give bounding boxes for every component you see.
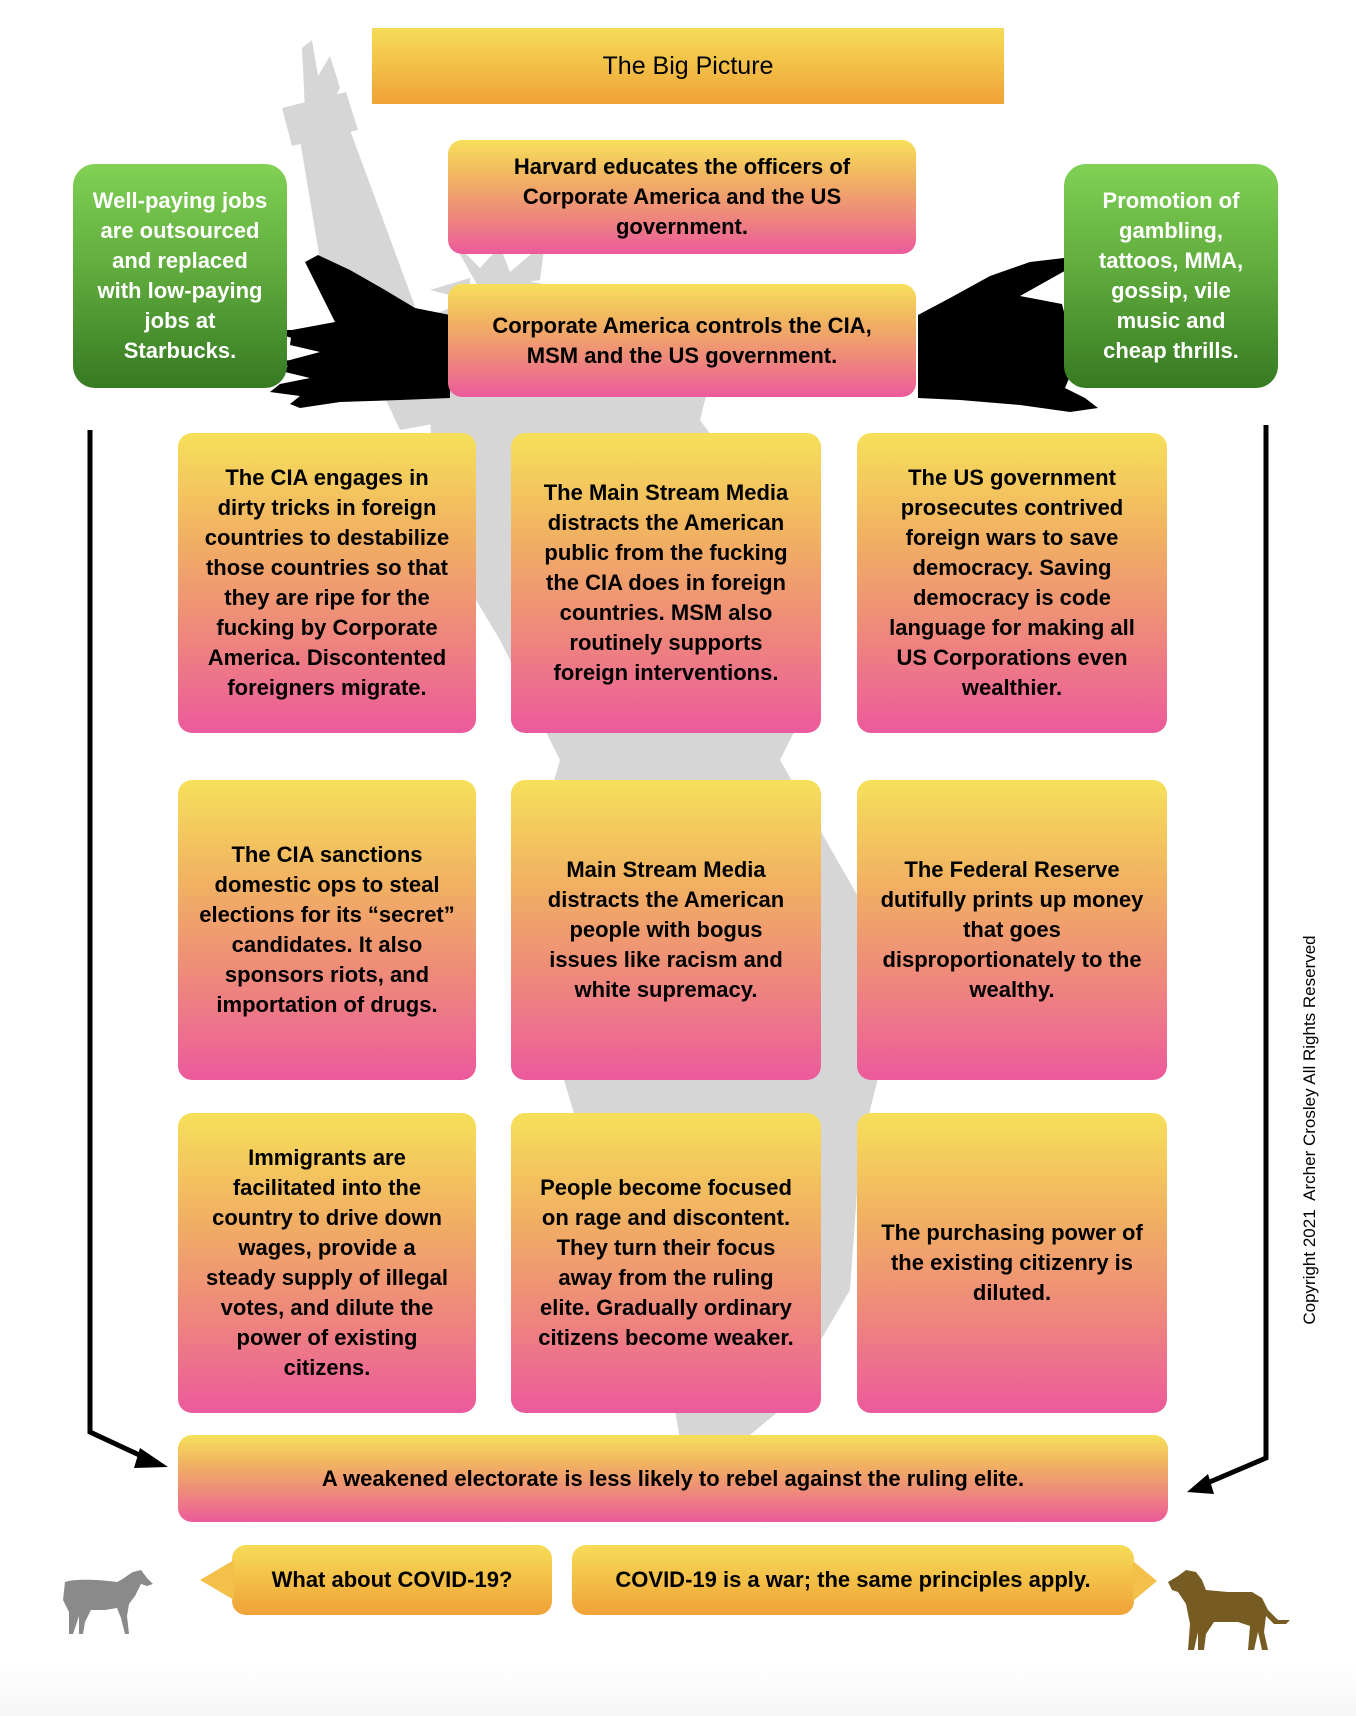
conclusion-text: A weakened electorate is less likely to … <box>321 1465 1025 1491</box>
grid-box-us-wars: The US government prosecutes contrived f… <box>857 433 1167 733</box>
corporate-control-text: Corporate America controls the CIA, MSM … <box>492 312 872 368</box>
grid-box-cia-foreign: The CIA engages in dirty tricks in forei… <box>178 433 476 733</box>
left-hand-icon <box>265 255 450 408</box>
outsourced-jobs-text: Well-paying jobs are outsourced and repl… <box>92 188 268 363</box>
grid-box-federal-reserve: The Federal Reserve dutifully prints up … <box>857 780 1167 1080</box>
dog-speech-bubble: COVID-19 is a war; the same principles a… <box>572 1545 1134 1615</box>
sheep-speech-bubble: What about COVID-19? <box>232 1545 552 1615</box>
sheep-speech-text: What about COVID-19? <box>271 1567 513 1592</box>
right-hand-icon <box>918 258 1098 412</box>
grid-box-purchasing-power: The purchasing power of the existing cit… <box>857 1113 1167 1413</box>
harvard-text: Harvard educates the officers of Corpora… <box>513 154 851 239</box>
grid-text: The CIA sanctions domestic ops to steal … <box>199 842 455 1017</box>
corporate-control-box: Corporate America controls the CIA, MSM … <box>448 284 916 397</box>
harvard-box: Harvard educates the officers of Corpora… <box>448 140 916 254</box>
dog-icon <box>1168 1570 1290 1650</box>
grid-text: Main Stream Media distracts the American… <box>547 857 785 1002</box>
grid-text: The Main Stream Media distracts the Amer… <box>543 480 789 685</box>
grid-text: The CIA engages in dirty tricks in forei… <box>204 465 450 700</box>
sheep-bubble-tail <box>200 1560 234 1600</box>
grid-box-msm-domestic: Main Stream Media distracts the American… <box>511 780 821 1080</box>
sheep-icon <box>63 1570 153 1634</box>
conclusion-box: A weakened electorate is less likely to … <box>178 1435 1168 1522</box>
cheap-thrills-text: Promotion of gambling, tattoos, MMA, gos… <box>1098 188 1244 363</box>
page-title: The Big Picture <box>372 28 1004 104</box>
grid-box-immigrants: Immigrants are facilitated into the coun… <box>178 1113 476 1413</box>
grid-text: Immigrants are facilitated into the coun… <box>205 1145 449 1380</box>
grid-box-msm-foreign: The Main Stream Media distracts the Amer… <box>511 433 821 733</box>
grid-text: People become focused on rage and discon… <box>538 1175 794 1350</box>
grid-text: The US government prosecutes contrived f… <box>889 465 1135 700</box>
copyright-notice: Copyright 2021 Archer Crosley All Rights… <box>1300 935 1319 1325</box>
grid-box-rage: People become focused on rage and discon… <box>511 1113 821 1413</box>
grid-box-cia-domestic: The CIA sanctions domestic ops to steal … <box>178 780 476 1080</box>
left-flow-arrow <box>87 430 168 1468</box>
grid-text: The purchasing power of the existing cit… <box>881 1220 1143 1305</box>
outsourced-jobs-box: Well-paying jobs are outsourced and repl… <box>73 164 287 388</box>
right-flow-arrow <box>1187 425 1269 1494</box>
cheap-thrills-box: Promotion of gambling, tattoos, MMA, gos… <box>1064 164 1278 388</box>
grid-text: The Federal Reserve dutifully prints up … <box>880 857 1144 1002</box>
dog-speech-text: COVID-19 is a war; the same principles a… <box>615 1567 1091 1592</box>
page-title-text: The Big Picture <box>602 51 774 80</box>
dog-bubble-tail <box>1133 1561 1157 1601</box>
